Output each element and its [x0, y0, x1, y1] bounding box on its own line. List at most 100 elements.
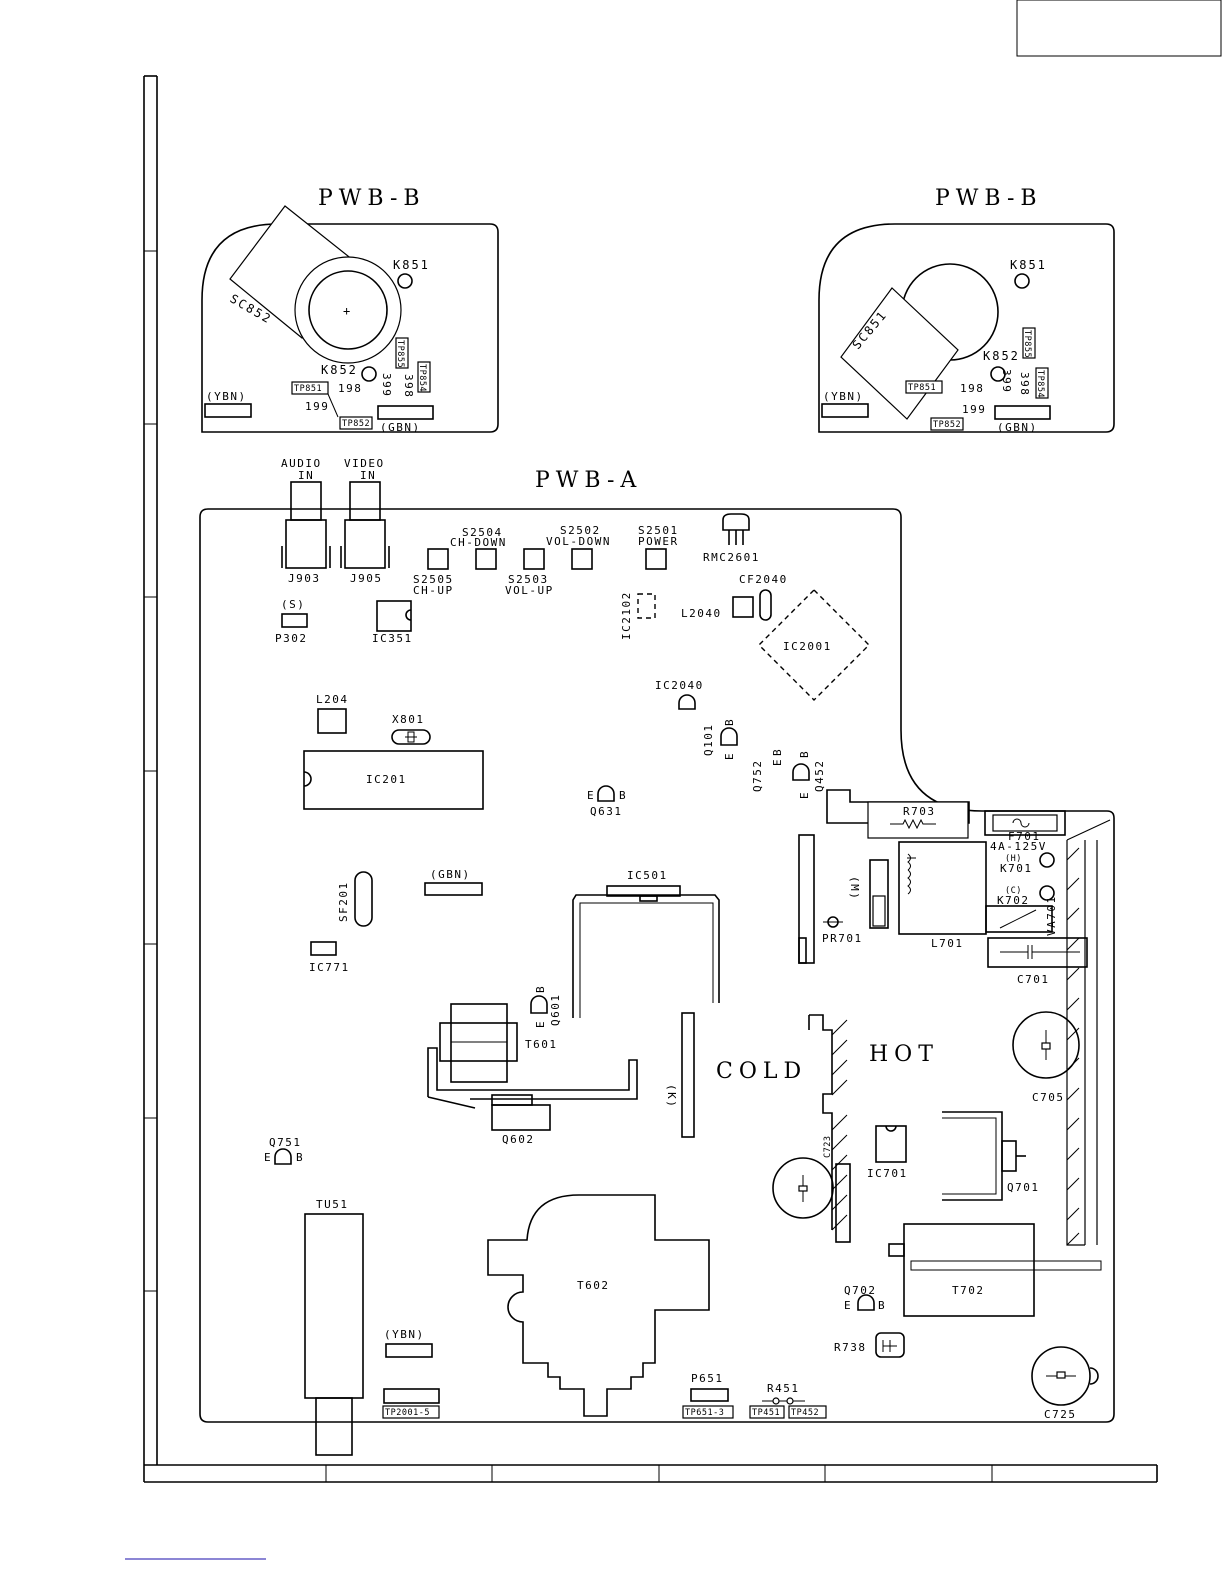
k851-label: K851 — [393, 258, 430, 272]
s2505-label: S2505 — [413, 573, 454, 586]
tp854-label: TP854 — [417, 364, 427, 392]
q601-label: Q601 — [549, 994, 562, 1027]
q752-b-label: B — [771, 748, 784, 756]
ic701-label: IC701 — [867, 1167, 908, 1180]
ybn-label: (YBN) — [206, 390, 247, 403]
tp651-3-label: TP651-3 — [685, 1408, 724, 1418]
c701-label: C701 — [1017, 973, 1050, 986]
ic351-label: IC351 — [372, 632, 413, 645]
tp851-label: TP851 — [294, 384, 322, 394]
ic2040-label: IC2040 — [655, 679, 704, 692]
pr701-label: PR701 — [822, 932, 863, 945]
gbn-r-label: (GBN) — [997, 421, 1038, 434]
s2501-label: S2501 — [638, 524, 679, 537]
r738-label: R738 — [834, 1341, 867, 1354]
p302-label: P302 — [275, 632, 308, 645]
pwb-b-left-title: PWB-B — [318, 186, 426, 211]
video-in-label: VIDEO — [344, 457, 385, 470]
q101-e-label: E — [723, 752, 736, 760]
tp2001-5-label: TP2001-5 — [385, 1408, 430, 1418]
t702-label: T702 — [952, 1284, 985, 1297]
hot-label: HOT — [869, 1042, 939, 1067]
pwb-b-right-board: PWB-B SC851 K851 K852 TP855 TP854 399 39… — [818, 186, 1115, 434]
ic2102-label: IC2102 — [620, 591, 633, 640]
q452-label: Q452 — [813, 760, 826, 793]
q751-b-label: B — [296, 1151, 304, 1164]
q601-b-label: B — [534, 985, 547, 993]
l701-label: L701 — [931, 937, 964, 950]
n198-r-label: 198 — [960, 382, 984, 395]
vol-up-label: VOL-UP — [505, 584, 554, 597]
q752-label: Q752 — [751, 760, 764, 793]
k702-label: K702 — [997, 894, 1030, 907]
q452-b-label: B — [798, 750, 811, 758]
x801-label: X801 — [392, 713, 425, 726]
gbn-a-label: (GBN) — [430, 868, 471, 881]
q631-b-label: B — [619, 789, 627, 802]
q631-label: Q631 — [590, 805, 623, 818]
tp851-r-label: TP851 — [908, 383, 936, 393]
j903-label: J903 — [288, 572, 321, 585]
j905-label: J905 — [350, 572, 383, 585]
ic501-label: IC501 — [627, 869, 668, 882]
n199-r-label: 199 — [962, 403, 986, 416]
pwb-b-right-title: PWB-B — [935, 186, 1043, 211]
ch-up-label: CH-UP — [413, 584, 454, 597]
q702-b-label: B — [878, 1299, 886, 1312]
r703-label: R703 — [903, 805, 936, 818]
pwb-b-left-board: PWB-B + SC852 K851 K852 TP855 TP854 399 … — [201, 186, 499, 434]
audio-in-label: AUDIO — [281, 457, 322, 470]
tp852-r-label: TP852 — [933, 420, 961, 430]
n399-r-label: 399 — [1000, 369, 1013, 393]
tp855-r-label: TP855 — [1022, 330, 1032, 358]
q701-label: Q701 — [1007, 1181, 1040, 1194]
cf2040-label: CF2040 — [739, 573, 788, 586]
s2502-label: S2502 — [560, 524, 601, 537]
k852-label: K852 — [321, 363, 358, 377]
tu51-label: TU51 — [316, 1198, 349, 1211]
q631-e-label: E — [587, 789, 595, 802]
c725-label: C725 — [1044, 1408, 1077, 1421]
k-paren-label: (K) — [665, 1084, 678, 1108]
q702-label: Q702 — [844, 1284, 877, 1297]
c723-label: C723 — [823, 1136, 833, 1158]
n198-label: 198 — [338, 382, 362, 395]
q751-label: Q751 — [269, 1136, 302, 1149]
ic2001-label: IC2001 — [783, 640, 832, 653]
ring-center-mark: + — [343, 304, 352, 318]
ch-down-label: CH-DOWN — [450, 536, 507, 549]
pwb-a-title: PWB-A — [535, 468, 642, 493]
n398-r-label: 398 — [1018, 372, 1031, 396]
k852-r-label: K852 — [983, 349, 1020, 363]
c705-label: C705 — [1032, 1091, 1065, 1104]
q751-e-label: E — [264, 1151, 272, 1164]
m-paren-label: (M) — [848, 876, 861, 900]
ic201-label: IC201 — [366, 773, 407, 786]
t602-label: T602 — [577, 1279, 610, 1292]
tp451-label: TP451 — [752, 1408, 780, 1418]
t601-label: T601 — [525, 1038, 558, 1051]
power-label: POWER — [638, 535, 679, 548]
q602-label: Q602 — [502, 1133, 535, 1146]
r451-label: R451 — [767, 1382, 800, 1395]
sf201-label: SF201 — [337, 881, 350, 922]
k701-label: K701 — [1000, 862, 1033, 875]
cold-label: COLD — [716, 1059, 807, 1084]
page-frame — [125, 0, 1222, 1560]
video-in-label-2: IN — [360, 469, 376, 482]
q452-e-label: E — [798, 791, 811, 799]
f701-label: F701 — [1008, 830, 1041, 843]
n199-label: 199 — [305, 400, 329, 413]
tp452-label: TP452 — [791, 1408, 819, 1418]
ybn-r-label: (YBN) — [823, 390, 864, 403]
ybn-a-label: (YBN) — [384, 1328, 425, 1341]
k851-r-label: K851 — [1010, 258, 1047, 272]
tp852-label: TP852 — [342, 419, 370, 429]
s2504-label: S2504 — [462, 526, 503, 539]
l2040-label: L2040 — [681, 607, 722, 620]
vol-down-label: VOL-DOWN — [546, 535, 611, 548]
q101-b-label: B — [723, 718, 736, 726]
tp855-label: TP855 — [395, 340, 405, 368]
q601-e-label: E — [534, 1020, 547, 1028]
